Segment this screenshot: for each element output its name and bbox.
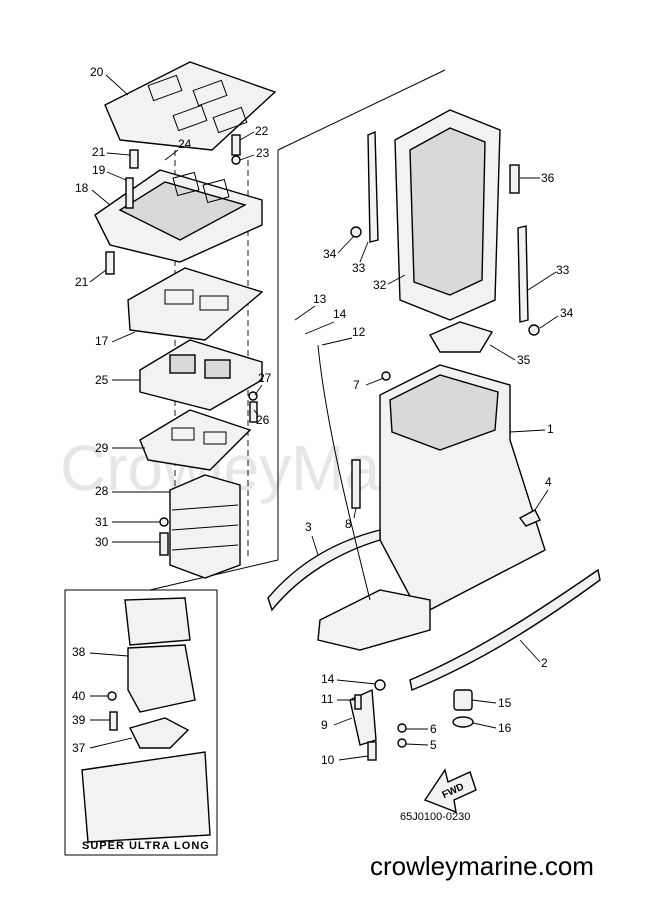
callout-29: 29 [95,441,109,455]
part-exhaust-guide [94,169,263,263]
part-lower-casing-1 [317,364,546,651]
callout-38: 38 [72,645,86,659]
callout-9: 9 [321,718,328,732]
part-cable-12 [317,344,371,601]
part-upper-casing-32 [350,109,540,336]
callout-14a: 14 [333,307,347,321]
callout-14b: 14 [321,672,335,686]
website-label: crowleymarine.com [370,851,594,881]
callout-6: 6 [430,722,437,736]
callout-12: 12 [352,325,366,339]
callout-34a: 34 [323,247,337,261]
callout-26: 26 [256,413,270,427]
callouts: 20 22 23 24 21 19 18 21 17 25 27 26 29 2… [72,65,574,767]
fwd-arrow-icon: FWD [423,768,477,814]
part-shift-rod-group [349,679,407,761]
part-strip-2 [409,568,601,691]
part-bushing-15-16 [452,689,474,728]
callout-18: 18 [75,181,89,195]
callout-40: 40 [72,689,86,703]
callout-22: 22 [255,124,269,138]
callout-33a: 33 [352,261,366,275]
callout-17: 17 [95,334,109,348]
callout-2: 2 [541,656,548,670]
drawing-code: 65J0100-0230 [400,811,470,823]
callout-37: 37 [72,741,86,755]
part-exhaust-stack-28 [169,474,241,579]
callout-20: 20 [90,65,104,79]
callout-33b: 33 [556,263,570,277]
part-plate-25 [139,339,263,411]
callout-21a: 21 [92,145,106,159]
callout-31: 31 [95,515,109,529]
callout-27: 27 [258,371,272,385]
callout-28: 28 [95,484,109,498]
inset-super-ultra-long: SUPER ULTRA LONG [64,589,218,856]
callout-4: 4 [545,475,552,489]
callout-15: 15 [498,696,512,710]
callout-36: 36 [541,171,555,185]
part-gasket-top [104,61,277,151]
part-gasket-29 [139,409,252,471]
callout-34b: 34 [560,306,574,320]
part-clip-4 [518,509,541,527]
callout-25: 25 [95,373,109,387]
callout-1: 1 [547,422,554,436]
callout-11: 11 [321,692,334,706]
callout-13: 13 [313,292,327,306]
callout-21b: 21 [75,275,89,289]
callout-39: 39 [72,713,86,727]
callout-24: 24 [178,137,192,151]
callout-10: 10 [321,753,335,767]
callout-35: 35 [517,353,531,367]
part-gasket-35 [428,321,494,353]
callout-7: 7 [353,378,360,392]
callout-19: 19 [92,163,106,177]
callout-8: 8 [345,517,352,531]
callout-32: 32 [373,278,387,292]
callout-30: 30 [95,535,109,549]
callout-23: 23 [256,146,270,160]
callout-3: 3 [305,520,312,534]
inset-title: SUPER ULTRA LONG [82,840,210,852]
callout-5: 5 [430,738,437,752]
part-gasket-17 [127,267,264,341]
part-strip-3 [267,529,381,612]
callout-16: 16 [498,721,512,735]
